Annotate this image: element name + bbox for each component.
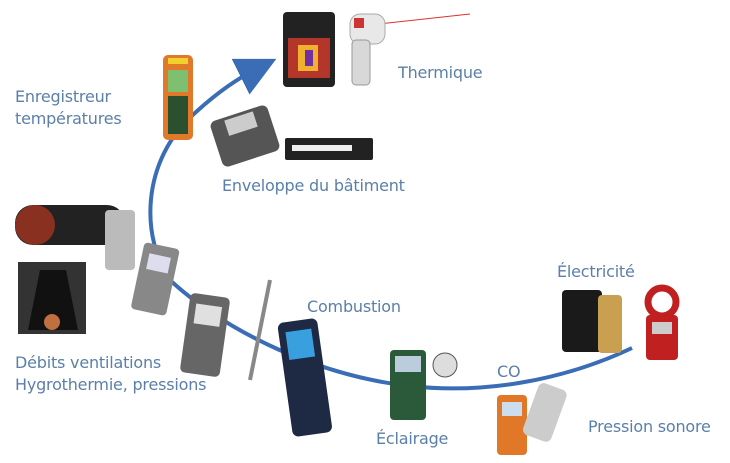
label-thermal: Thermique: [398, 63, 483, 82]
label-combustion: Combustion: [307, 297, 401, 316]
label-line: Hygrothermie, pressions: [15, 375, 207, 394]
clamp-meter-icon: [644, 284, 680, 360]
label-line: Enregistreur: [15, 87, 111, 106]
flow-hood-icon: [18, 262, 86, 334]
temperature-logger-icon: [163, 55, 193, 140]
manometer-icon: [180, 279, 272, 381]
hygrometer-icon: [131, 242, 180, 316]
multimeter-icon: [562, 290, 622, 353]
envelope-meter-icon: [210, 105, 373, 167]
label-lighting: Éclairage: [376, 429, 449, 448]
label-envelope: Enveloppe du bâtiment: [222, 176, 405, 195]
laser-beam: [369, 13, 471, 26]
label-electricity: Électricité: [557, 262, 635, 281]
infrared-thermometer-icon: [349, 13, 386, 86]
co-detector-icon: [497, 383, 567, 455]
label-line: Débits ventilations: [15, 353, 162, 372]
label-line: températures: [15, 109, 122, 128]
label-temperature-logger: Enregistreur températures: [15, 86, 122, 130]
luxmeter-icon: [390, 350, 458, 420]
label-sound-pressure: Pression sonore: [588, 417, 711, 436]
thermal-camera-icon: [283, 12, 335, 87]
label-ventilation: Débits ventilations Hygrothermie, pressi…: [15, 352, 206, 396]
label-co: CO: [497, 362, 521, 381]
anemometer-icon: [15, 205, 135, 270]
combustion-analyzer-icon: [277, 318, 332, 437]
